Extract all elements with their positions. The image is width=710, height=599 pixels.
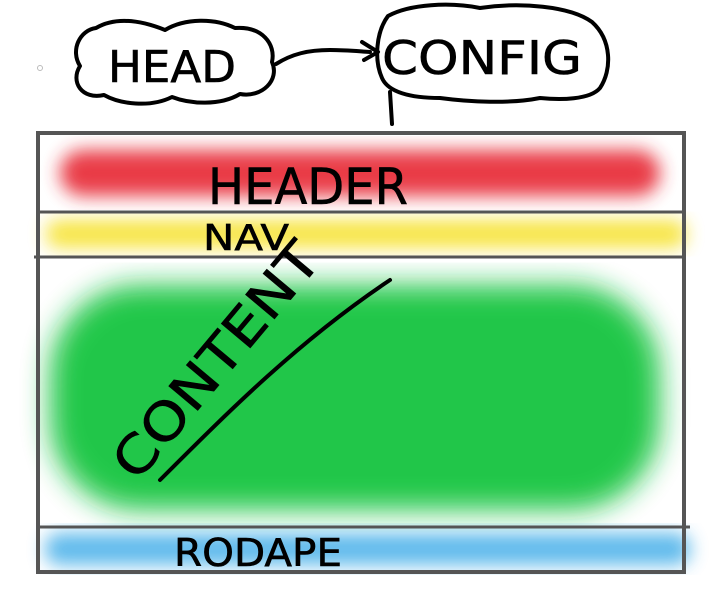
footer-label: RODAPE bbox=[174, 531, 342, 575]
config-connector-line bbox=[388, 90, 394, 126]
arrow-shaft bbox=[274, 47, 372, 66]
head-node: HEAD bbox=[74, 18, 276, 106]
head-cloud-outline bbox=[74, 18, 276, 106]
content-underline bbox=[158, 278, 392, 482]
section-fills bbox=[45, 150, 690, 565]
head-label: HEAD bbox=[108, 42, 236, 93]
frame-border bbox=[36, 131, 686, 574]
config-node: CONFIG bbox=[375, 2, 611, 126]
header-label: HEADER bbox=[208, 158, 408, 216]
head-to-config-arrow bbox=[274, 40, 380, 66]
config-label: CONFIG bbox=[382, 31, 582, 85]
stray-dot bbox=[37, 65, 43, 71]
nav-label: NAV bbox=[203, 218, 289, 259]
config-cloud-outline bbox=[375, 2, 611, 104]
header-fill bbox=[60, 150, 660, 196]
nav-fill bbox=[46, 220, 686, 248]
footer-fill bbox=[45, 533, 690, 565]
layout-frame bbox=[34, 131, 690, 574]
content-fill bbox=[50, 285, 660, 510]
